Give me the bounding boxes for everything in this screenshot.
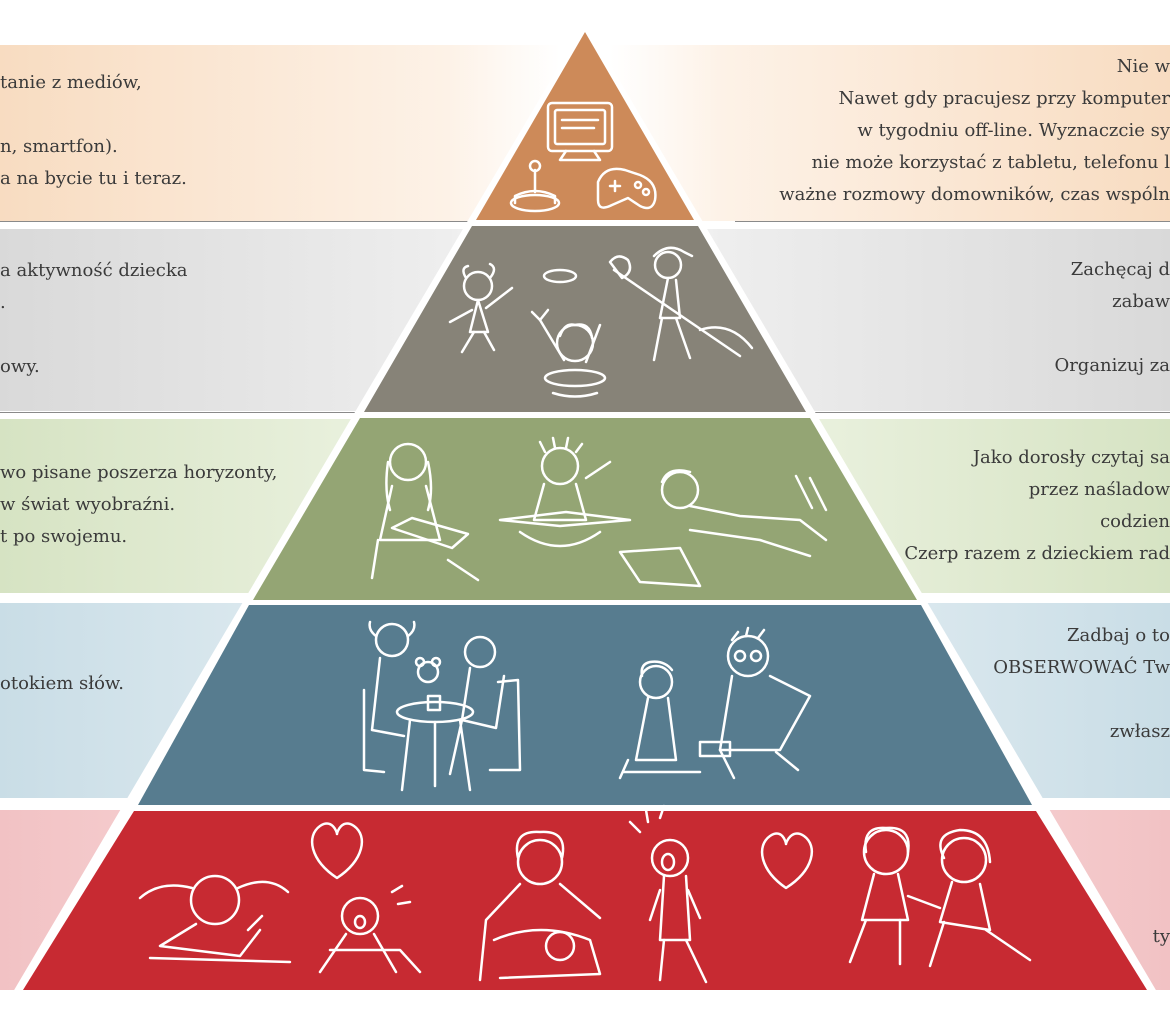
text-line: Organizuj za	[1054, 355, 1170, 376]
divider-1	[0, 221, 470, 222]
boy-drawing-figure	[618, 469, 828, 588]
text-line: wo pisane poszerza horyzonty,	[0, 462, 278, 483]
text-line: tanie z mediów,	[0, 72, 142, 93]
text-line: OBSERWOWAĆ Tw	[993, 657, 1170, 678]
girl-running-figure	[448, 262, 514, 354]
screaming-boy-figure	[628, 804, 708, 984]
frisbee-icon	[542, 268, 578, 284]
illustration-children-emotions-and-love	[138, 804, 1032, 984]
pyramid-level-reading	[253, 418, 917, 600]
table-icon	[395, 694, 475, 792]
divider-2r	[805, 412, 1170, 413]
text-line: a na bycie tu i teraz.	[0, 168, 187, 189]
joystick-icon	[509, 159, 561, 213]
text-line: otokiem słów.	[0, 673, 124, 694]
illustration-children-playing	[448, 246, 754, 398]
text-line: Zadbaj o to	[1067, 625, 1170, 646]
pyramid-level-talk	[138, 605, 1032, 805]
divider-1r	[735, 221, 1170, 222]
computer-monitor-icon	[546, 101, 614, 162]
boy-on-hobby-horse-figure	[608, 246, 754, 362]
boy-in-water-figure	[530, 308, 607, 398]
pyramid-level-media	[476, 32, 694, 220]
girl-drawing-figure	[138, 874, 292, 964]
text-line: Czerp razem z dzieckiem rad	[904, 543, 1170, 564]
text-line: w tygodniu off-line. Wyznaczcie sy	[857, 120, 1170, 141]
boy-sitting-figure	[448, 635, 522, 776]
text-line: Nawet gdy pracujesz przy komputer	[838, 88, 1170, 109]
text-line: Zachęcaj d	[1070, 259, 1170, 280]
text-line: w świat wyobraźni.	[0, 494, 176, 515]
text-line: n, smartfon).	[0, 136, 118, 157]
illustration-computer-joystick-gamepad	[509, 101, 657, 213]
text-line: zabaw	[1112, 291, 1170, 312]
text-line: .	[0, 292, 6, 313]
pyramid-level-play	[364, 226, 806, 412]
text-line: nie może korzystać z tabletu, telefonu l	[811, 152, 1170, 173]
two-friends-figure	[848, 826, 1032, 968]
text-line: t po swojemu.	[0, 526, 128, 547]
text-line: ważne rozmowy domowników, czas wspóln	[779, 184, 1170, 205]
pyramid-level-closeness	[23, 811, 1147, 990]
boy-with-book-figure	[498, 436, 632, 548]
gamepad-icon	[596, 167, 657, 210]
crying-baby-figure	[318, 884, 422, 974]
band-media	[0, 45, 1170, 221]
text-line: Jako dorosły czytaj sa	[972, 447, 1170, 468]
text-line: przez naśladow	[1028, 479, 1170, 500]
illustration-children-reading	[370, 436, 828, 588]
girl-reading-figure	[370, 442, 480, 582]
text-line: a aktywność dziecka	[0, 260, 188, 281]
heart-icon-left	[310, 822, 364, 880]
divider-2	[0, 412, 370, 413]
illustration-parents-and-children-talking	[362, 620, 812, 792]
text-line: owy.	[0, 356, 40, 377]
mother-hugging-child-figure	[478, 830, 602, 982]
text-line: ty	[1152, 926, 1170, 947]
girl-with-teddy-figure	[362, 620, 442, 774]
text-line: zwłasz	[1109, 721, 1170, 742]
text-line: Nie w	[1116, 56, 1170, 77]
heart-icon-right	[760, 832, 814, 890]
child-with-parent-figure	[618, 626, 812, 780]
text-line: codzien	[1100, 511, 1170, 532]
